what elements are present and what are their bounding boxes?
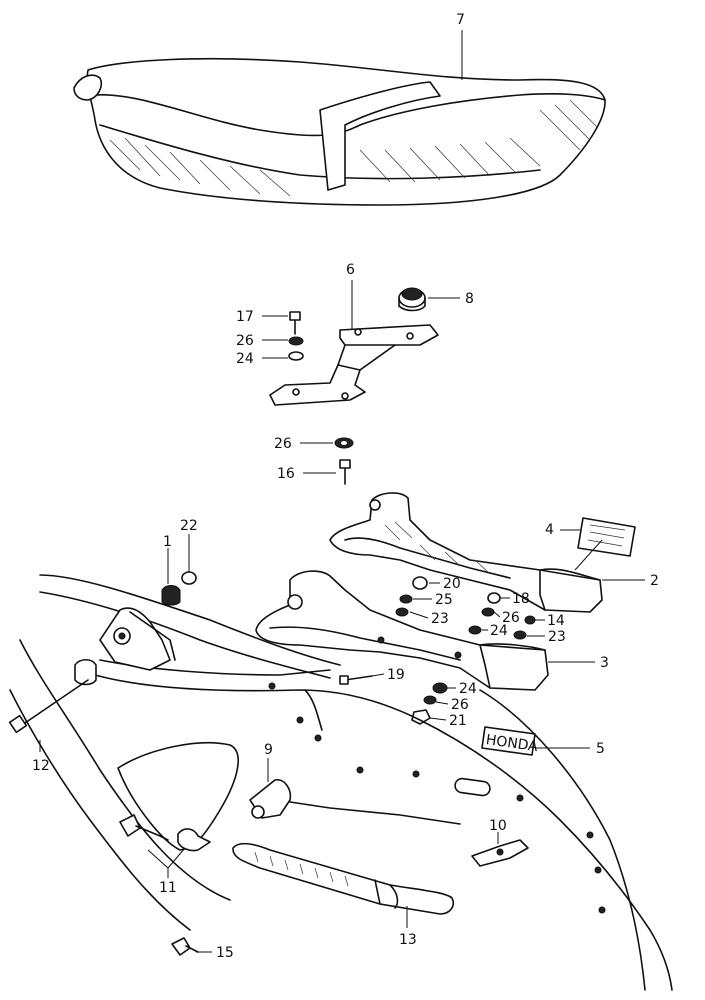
label-16: 16 xyxy=(277,466,295,482)
bolt-14 xyxy=(524,615,536,625)
washer-26-upper xyxy=(288,336,304,346)
leader-lines xyxy=(39,30,645,953)
label-7: 7 xyxy=(456,12,465,28)
nut-22 xyxy=(181,571,197,585)
label-24-a: 24 xyxy=(236,351,254,367)
washer-23-left xyxy=(395,607,409,617)
label-11: 11 xyxy=(159,880,177,896)
bushing-1-lower xyxy=(74,658,97,686)
label-26-b: 26 xyxy=(274,436,292,452)
bolt-19 xyxy=(339,675,373,685)
label-26-a: 26 xyxy=(236,333,254,349)
washer-26-right xyxy=(481,607,495,617)
label-26-d: 26 xyxy=(451,697,469,713)
screw-15 xyxy=(171,937,199,956)
seat-bracket xyxy=(269,324,439,406)
label-4: 4 xyxy=(545,522,554,538)
key xyxy=(119,814,169,841)
washer-24-lower xyxy=(432,682,448,694)
nut-21 xyxy=(411,709,431,725)
label-2: 2 xyxy=(650,573,659,589)
label-23-b: 23 xyxy=(548,629,566,645)
bushing-1 xyxy=(161,585,181,606)
honda-plate: HONDA xyxy=(481,726,539,756)
label-23-a: 23 xyxy=(431,611,449,627)
rear-carrier-upper xyxy=(329,492,603,613)
washer-23-right xyxy=(513,630,527,640)
reflector-pad xyxy=(577,517,636,557)
label-24-b: 24 xyxy=(490,623,508,639)
label-26-c: 26 xyxy=(502,610,520,626)
label-17: 17 xyxy=(236,309,254,325)
grab-bar xyxy=(232,842,455,915)
washer-26-mid xyxy=(334,437,354,449)
label-19: 19 xyxy=(387,667,405,683)
washer-26-lower xyxy=(423,695,437,705)
label-1: 1 xyxy=(163,534,172,550)
label-9: 9 xyxy=(264,742,273,758)
lock-cylinder xyxy=(177,828,211,852)
seat-latch xyxy=(471,839,529,867)
washer-24-upper xyxy=(288,351,304,361)
label-13: 13 xyxy=(399,932,417,948)
label-14: 14 xyxy=(547,613,565,629)
label-20: 20 xyxy=(443,576,461,592)
label-5: 5 xyxy=(596,741,605,757)
rubber-cushion xyxy=(398,287,426,312)
bolt-16 xyxy=(339,459,351,485)
washer-24-right xyxy=(468,625,482,635)
label-18: 18 xyxy=(512,591,530,607)
callout-labels: 7 6 8 17 26 24 26 16 4 2 3 5 20 25 23 18… xyxy=(32,12,659,961)
label-3: 3 xyxy=(600,655,609,671)
label-15: 15 xyxy=(216,945,234,961)
honda-plate-text: HONDA xyxy=(485,732,539,755)
seat-lock xyxy=(249,779,461,825)
label-25: 25 xyxy=(435,592,453,608)
label-12: 12 xyxy=(32,758,50,774)
seat xyxy=(73,57,606,206)
nut-20 xyxy=(412,576,428,590)
rear-carrier-lower xyxy=(255,570,549,691)
bolt-17 xyxy=(289,311,301,335)
bolt-12 xyxy=(8,679,89,734)
nut-18 xyxy=(487,592,501,604)
washer-25 xyxy=(399,594,413,604)
label-21: 21 xyxy=(449,713,467,729)
label-6: 6 xyxy=(346,262,355,278)
label-22: 22 xyxy=(180,518,198,534)
label-10: 10 xyxy=(489,818,507,834)
label-24-c: 24 xyxy=(459,681,477,697)
frame xyxy=(9,574,673,991)
label-8: 8 xyxy=(465,291,474,307)
